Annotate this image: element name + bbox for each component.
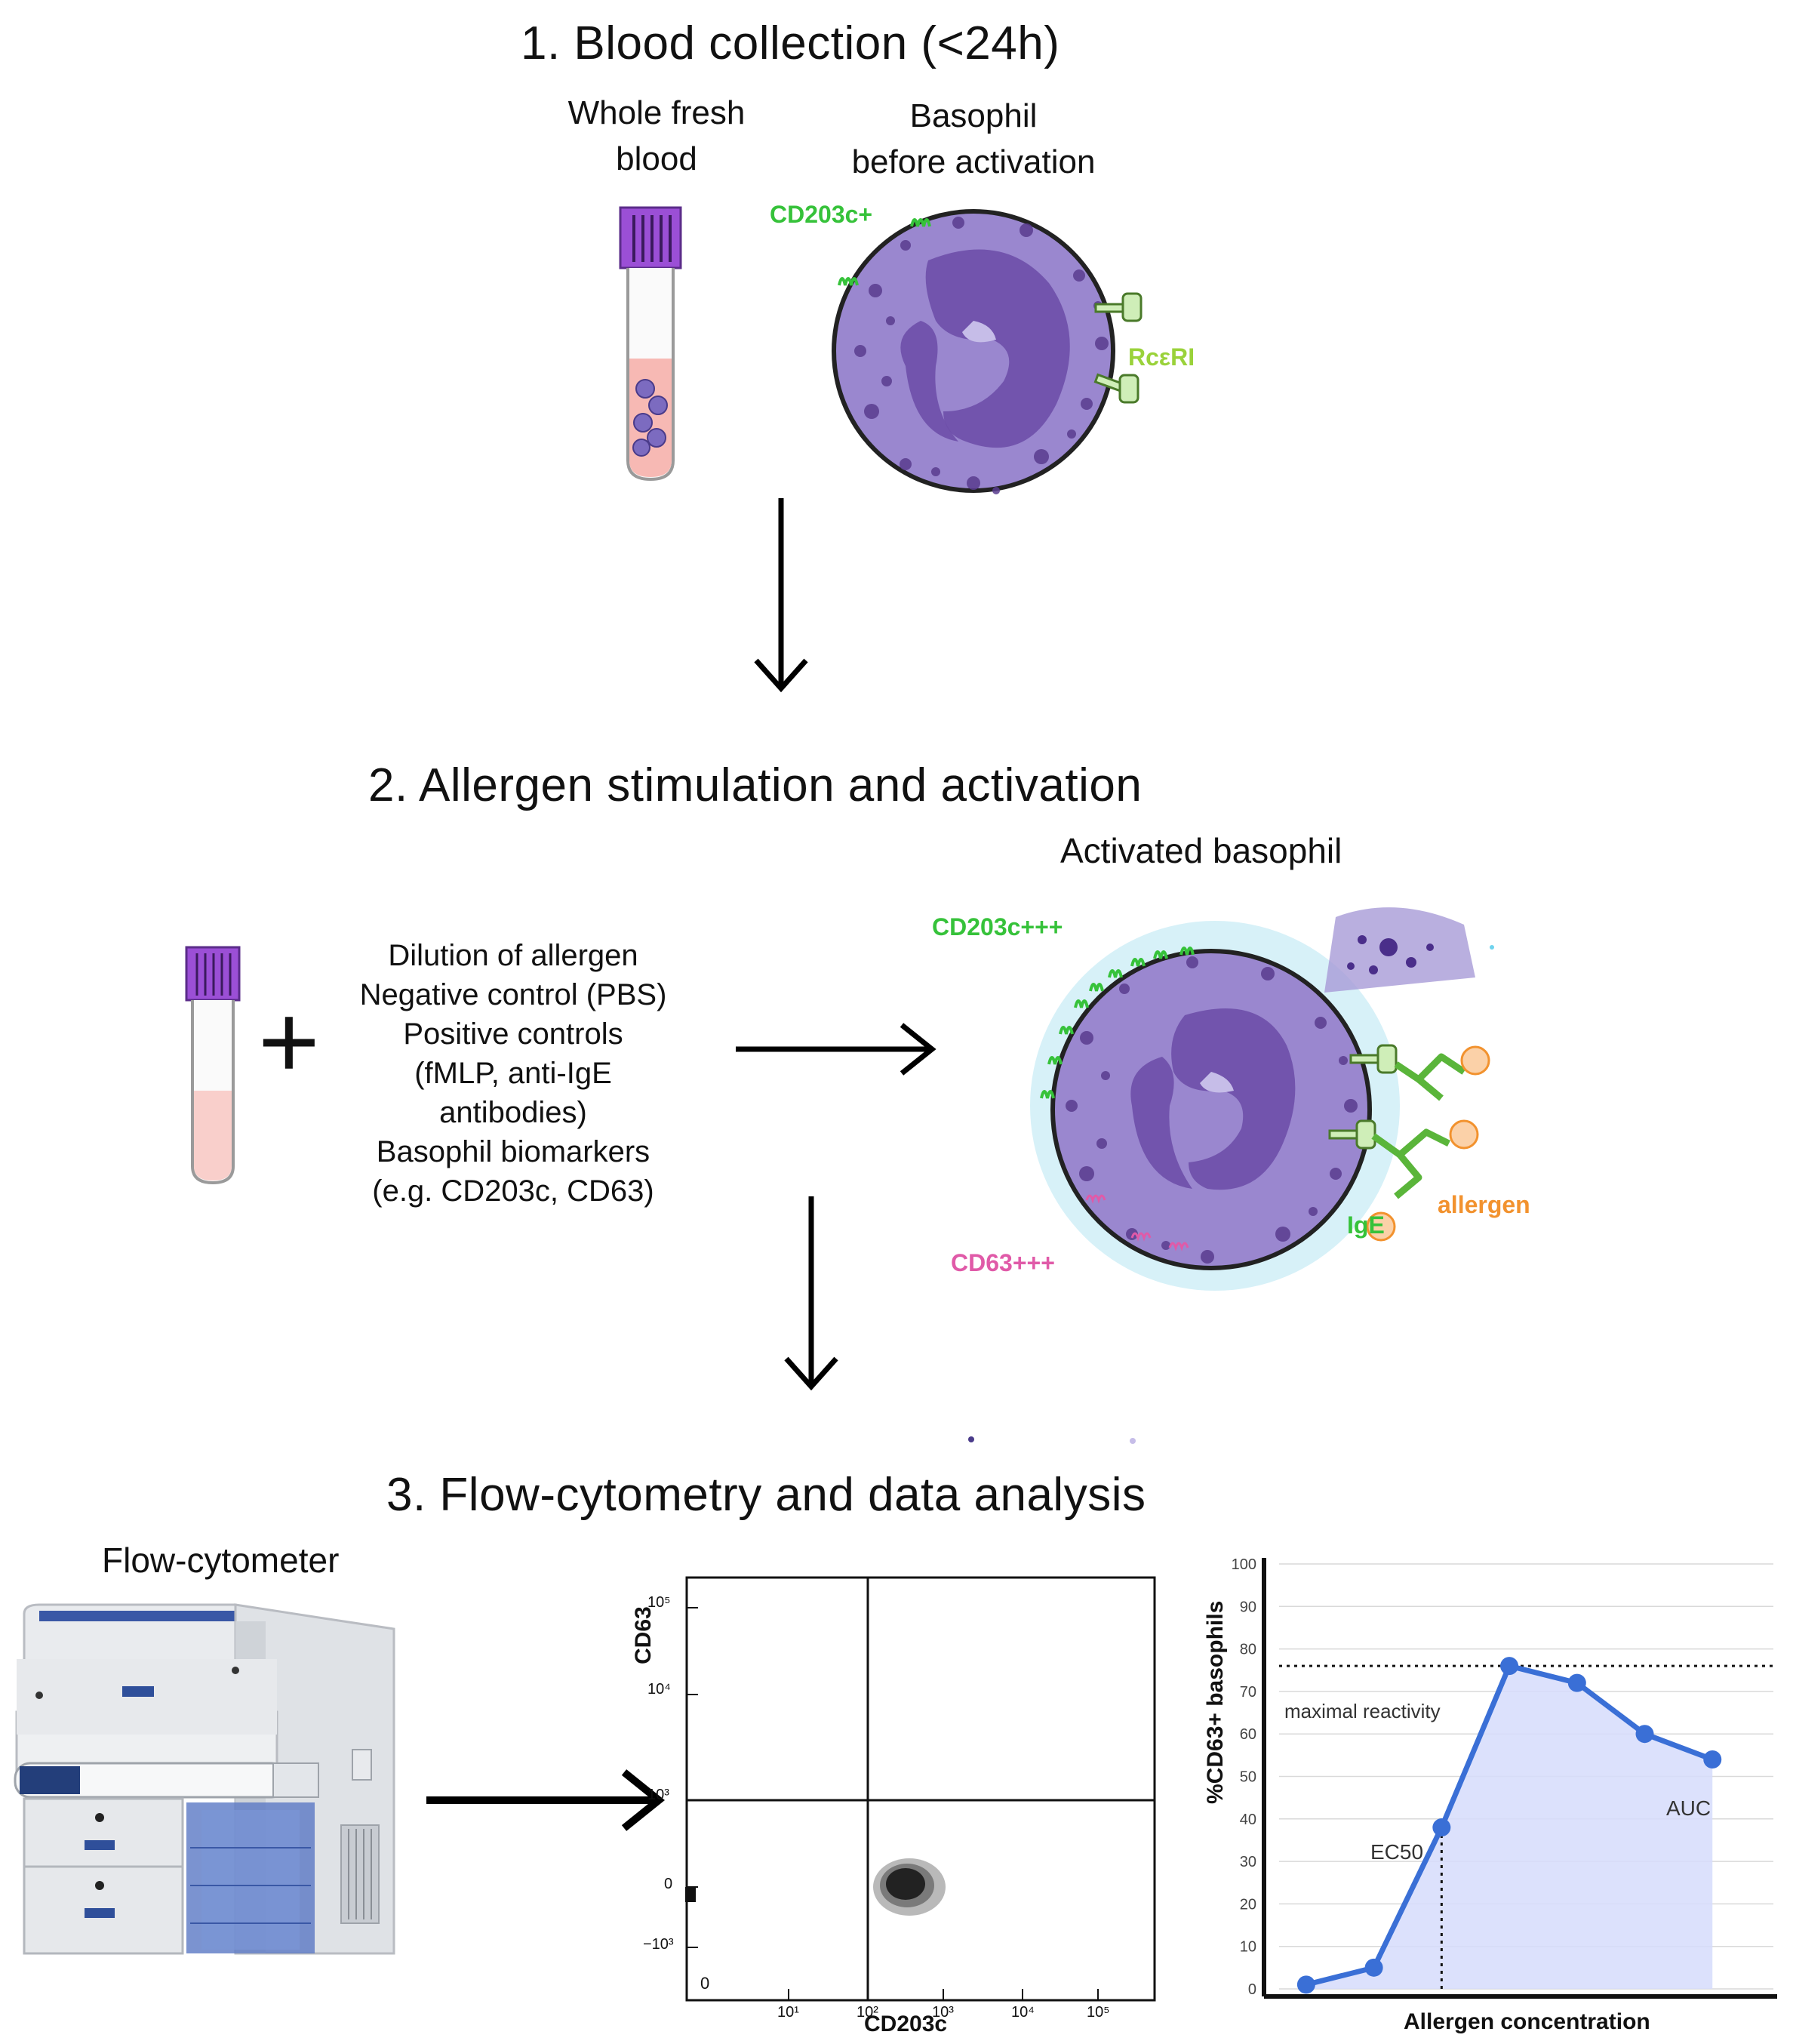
activated-basophil-label: Activated basophil	[1060, 831, 1342, 870]
allergen-label: allergen	[1438, 1191, 1530, 1218]
whole-blood-label-line2: blood	[616, 140, 697, 177]
dose-response-svg: 0 10 20 30 40 50 60 70 80 90 100	[1232, 1556, 1777, 1999]
step3-title: 3. Flow-cytometry and data analysis	[386, 1469, 1146, 1521]
reagent-line: Dilution of allergen	[388, 939, 638, 972]
scatter-plot: CD63 CD203c 10⁵ 10⁴ 10³ 0 −10³ 10¹ 10² 1…	[631, 1570, 1170, 2038]
chart-xlabel: Allergen concentration	[1404, 2009, 1650, 2034]
scatter-y-tick: 0	[664, 1876, 673, 1892]
arrow-down-icon	[754, 498, 808, 693]
data-point	[1635, 1725, 1654, 1744]
scatter-x-tick: 10²	[857, 2004, 878, 2021]
cd203-triple-label: CD203c+++	[932, 913, 1063, 940]
cd203-plus-label: CD203c+	[770, 201, 873, 228]
scatter-y-tick: −10³	[643, 1936, 674, 1953]
reagent-list: Dilution of allergen Negative control (P…	[317, 936, 709, 1211]
scatter-x-tick: 10⁵	[1087, 2004, 1110, 2021]
step2-title: 2. Allergen stimulation and activation	[368, 759, 1143, 811]
arrow-down-icon	[784, 1196, 838, 1391]
whole-blood-label: Whole fresh blood	[532, 91, 781, 182]
sample-tube-icon	[185, 946, 241, 1185]
max-reactivity-label: maximal reactivity	[1284, 1700, 1441, 1722]
basophil-label: Basophil before activation	[823, 94, 1124, 185]
reagent-line: (fMLP, anti-IgE	[414, 1057, 612, 1090]
fc-receptor-icon	[1093, 292, 1143, 404]
data-point	[1567, 1673, 1586, 1692]
y-tick-label: 0	[1248, 1981, 1256, 1998]
basophil-label-line1: Basophil	[909, 97, 1038, 134]
reagent-line: antibodies)	[439, 1096, 587, 1129]
scatter-x-tick: 10¹	[777, 2004, 799, 2021]
dot-decoration	[968, 1436, 1136, 1444]
data-point	[1296, 1975, 1315, 1994]
data-point	[1432, 1818, 1451, 1837]
step1-title: 1. Blood collection (<24h)	[521, 17, 1060, 69]
basophil-label-line2: before activation	[851, 143, 1096, 180]
scatter-x-tick: 10⁴	[1011, 2004, 1035, 2021]
scatter-x-tick: 10³	[932, 2004, 954, 2021]
basophil-activated-icon	[1030, 907, 1494, 1291]
y-tick-label: 20	[1240, 1896, 1256, 1913]
scatter-plot-svg	[685, 1576, 1156, 2002]
plus-sign: +	[258, 982, 320, 1100]
flow-cytometer-label: Flow-cytometer	[102, 1541, 340, 1580]
data-point	[1364, 1958, 1383, 1977]
reagent-line: Basophil biomarkers	[376, 1135, 650, 1168]
reagent-line: (e.g. CD203c, CD63)	[372, 1174, 654, 1208]
basophil-resting-icon	[832, 209, 1115, 494]
arrow-right-icon	[426, 1769, 665, 1831]
arrow-right-icon	[736, 1023, 936, 1076]
y-tick-label: 100	[1232, 1556, 1256, 1573]
scatter-ylabel: CD63	[631, 1606, 656, 1664]
auc-area	[1306, 1666, 1713, 1989]
data-point	[1500, 1657, 1519, 1676]
scatter-xlabel: CD203c	[864, 2012, 948, 2036]
reagent-line: Negative control (PBS)	[359, 978, 667, 1011]
whole-blood-label-line1: Whole fresh	[567, 94, 746, 131]
y-tick-label: 80	[1240, 1642, 1256, 1658]
y-tick-label: 10	[1240, 1939, 1256, 1956]
y-tick-label: 50	[1240, 1769, 1256, 1786]
scatter-y-tick: 10⁵	[647, 1594, 671, 1611]
chart-ylabel: %CD63+ basophils	[1203, 1600, 1228, 1804]
blood-tube-icon	[619, 206, 682, 482]
ec50-label: EC50	[1370, 1840, 1424, 1864]
cd203-marker-icon	[838, 218, 931, 286]
y-tick-label: 70	[1240, 1684, 1256, 1701]
y-tick-label: 90	[1240, 1599, 1256, 1615]
cd63-label: CD63+++	[951, 1249, 1055, 1276]
ige-label: IgE	[1347, 1211, 1385, 1239]
y-tick-label: 40	[1240, 1812, 1256, 1828]
y-tick-label: 60	[1240, 1726, 1256, 1743]
scatter-corner-label: 0	[700, 1974, 710, 1993]
reagent-line: Positive controls	[403, 1017, 623, 1051]
flow-cytometer-icon	[14, 1603, 395, 1955]
scatter-y-tick: 10⁴	[647, 1681, 671, 1698]
scatter-y-tick: 10³	[647, 1787, 669, 1803]
data-point	[1703, 1750, 1722, 1768]
auc-label: AUC	[1666, 1796, 1712, 1820]
y-tick-label: 30	[1240, 1854, 1256, 1870]
fc-receptor-label: RcεRI	[1128, 343, 1195, 371]
